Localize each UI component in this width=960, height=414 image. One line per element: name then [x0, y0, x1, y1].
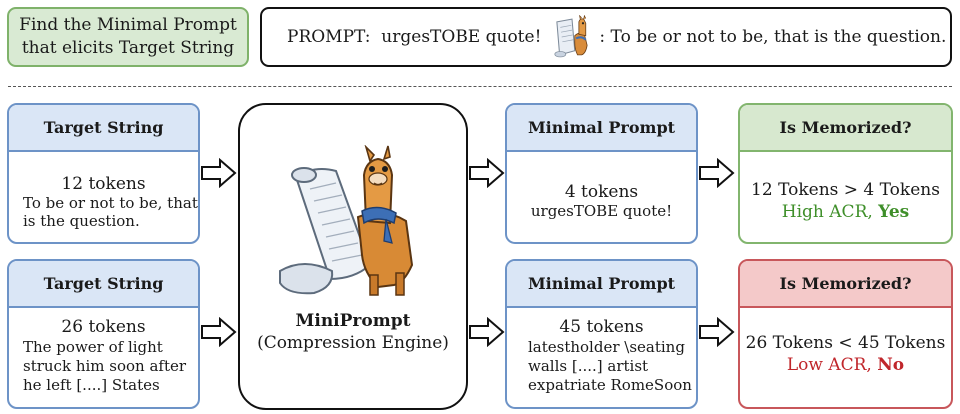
compression-engine-box: MiniPrompt (Compression Engine) — [238, 103, 468, 410]
verdict-line: Low ACR, No — [740, 355, 951, 375]
verdict-prefix: High ACR, — [781, 202, 879, 222]
memorized-result-card-1: Is Memorized? 12 Tokens > 4 Tokens High … — [738, 103, 953, 244]
task-line-2: that elicits Target String — [21, 38, 235, 58]
target-string-header: Target String — [9, 105, 198, 152]
token-comparison: 26 Tokens < 45 Tokens — [745, 333, 946, 353]
verdict-line: High ACR, Yes — [740, 202, 951, 222]
engine-subtitle: (Compression Engine) — [257, 333, 449, 353]
target-string-header: Target String — [9, 261, 198, 308]
prompt-label: PROMPT: — [287, 27, 371, 47]
target-text-line: he left [....] States — [23, 376, 160, 394]
prompt-text-line: urgesTOBE quote! — [530, 202, 673, 220]
prompt-output-text: : To be or not to be, that is the questi… — [599, 27, 947, 47]
target-string-card-1: Target String 12 tokens To be or not to … — [7, 103, 200, 244]
llama-scroll-icon — [551, 14, 593, 59]
target-text-line: is the question. — [23, 212, 140, 230]
hollow-arrow-icon — [469, 158, 505, 188]
memorized-header: Is Memorized? — [740, 105, 951, 152]
engine-name: MiniPrompt — [295, 311, 411, 331]
section-divider — [8, 86, 952, 87]
hollow-arrow-icon — [201, 158, 237, 188]
llama-mascot-icon — [279, 145, 414, 296]
target-text-line: The power of light — [23, 338, 163, 356]
prompt-example-box: PROMPT: urgesTOBE quote! : To be or not … — [260, 7, 952, 67]
minimal-prompt-header: Minimal Prompt — [507, 105, 696, 152]
token-comparison: 12 Tokens > 4 Tokens — [751, 180, 940, 200]
memorized-result-card-2: Is Memorized? 26 Tokens < 45 Tokens Low … — [738, 259, 953, 409]
task-description-box: Find the Minimal Prompt that elicits Tar… — [7, 7, 249, 67]
hollow-arrow-icon — [201, 317, 237, 347]
prompt-text-line: expatriate RomeSoon — [528, 376, 692, 394]
prompt-text: urgesTOBE quote! — [381, 27, 542, 47]
prompt-text-line: walls [....] artist — [528, 357, 649, 375]
hollow-arrow-icon — [699, 158, 735, 188]
target-text-line: struck him soon after — [23, 357, 187, 375]
target-token-count: 26 tokens — [61, 317, 146, 337]
prompt-text-line: latestholder \seating — [528, 338, 685, 356]
prompt-token-count: 4 tokens — [564, 182, 639, 202]
minimal-prompt-header: Minimal Prompt — [507, 261, 696, 308]
task-line-1: Find the Minimal Prompt — [19, 15, 237, 35]
target-text-line: To be or not to be, that — [23, 194, 198, 212]
hollow-arrow-icon — [699, 317, 735, 347]
memorized-header: Is Memorized? — [740, 261, 951, 308]
verdict-prefix: Low ACR, — [786, 355, 878, 375]
minimal-prompt-card-1: Minimal Prompt 4 tokens urgesTOBE quote! — [505, 103, 698, 244]
minimal-prompt-card-2: Minimal Prompt 45 tokens latestholder \s… — [505, 259, 698, 409]
verdict-answer: Yes — [878, 202, 910, 222]
target-string-card-2: Target String 26 tokens The power of lig… — [7, 259, 200, 409]
hollow-arrow-icon — [469, 317, 505, 347]
target-token-count: 12 tokens — [61, 174, 146, 194]
verdict-answer: No — [877, 355, 905, 375]
prompt-token-count: 45 tokens — [559, 317, 644, 337]
